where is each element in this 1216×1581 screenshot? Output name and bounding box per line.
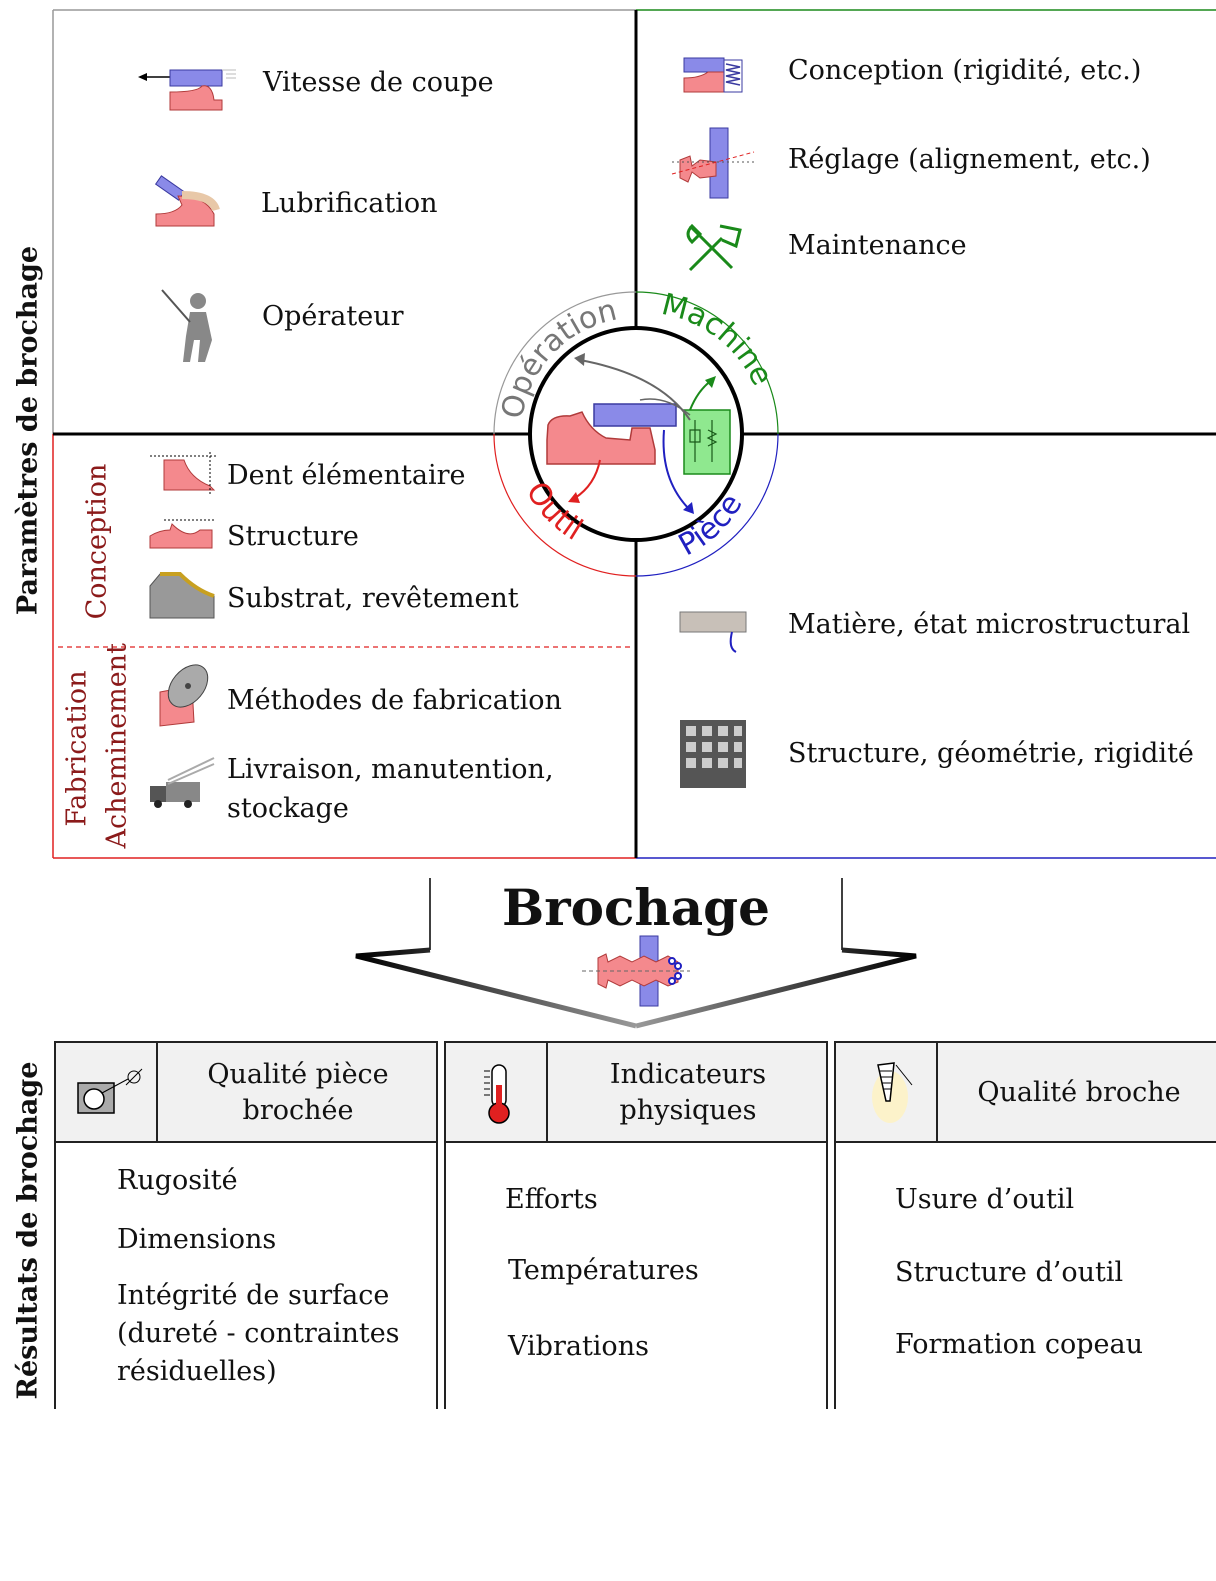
result-item: Usure d’outil bbox=[895, 1184, 1075, 1215]
broaching-icon bbox=[582, 935, 690, 1007]
outil-item-storage: stockage bbox=[227, 793, 349, 824]
lubrication-icon bbox=[154, 175, 220, 227]
machine-item-design: Conception (rigidité, etc.) bbox=[788, 55, 1142, 86]
result-header-line: brochée bbox=[242, 1095, 354, 1126]
result-box-header-physical: Indicateurs physiques bbox=[444, 1041, 828, 1143]
part-geometry-icon bbox=[680, 720, 746, 788]
funnel-arrow bbox=[355, 878, 917, 1029]
result-item: Températures bbox=[508, 1255, 699, 1286]
result-item: Rugosité bbox=[117, 1165, 238, 1196]
outil-item-structure: Structure bbox=[227, 521, 359, 552]
fabrication-subtitle: Fabrication bbox=[61, 670, 93, 827]
acheminement-subtitle: Acheminement bbox=[101, 643, 133, 849]
outil-item-substrate: Substrat, revêtement bbox=[227, 583, 519, 614]
grinding-disc-icon bbox=[159, 664, 209, 727]
result-item: Formation copeau bbox=[895, 1329, 1143, 1360]
operation-item-operator: Opérateur bbox=[262, 301, 404, 332]
wrench-screwdriver-icon bbox=[686, 223, 742, 272]
result-box-header-part-quality: Qualité pièce brochée bbox=[54, 1041, 438, 1143]
result-header-line: physiques bbox=[619, 1095, 757, 1126]
result-item: Intégrité de surface bbox=[117, 1280, 390, 1311]
machine-item-alignment: Réglage (alignement, etc.) bbox=[788, 144, 1151, 175]
outil-item-delivery: Livraison, manutention, bbox=[227, 754, 554, 785]
operator-icon bbox=[161, 289, 212, 362]
result-box-body-physical bbox=[444, 1142, 828, 1409]
result-box-body-broach bbox=[834, 1142, 1216, 1409]
result-header-line: Qualité broche bbox=[977, 1077, 1181, 1108]
microstructure-icon bbox=[679, 611, 747, 653]
broach-tooth-icon bbox=[872, 1062, 913, 1123]
alignment-icon bbox=[671, 127, 755, 199]
center-title: Brochage bbox=[502, 878, 770, 937]
operation-item-lubrication: Lubrification bbox=[261, 188, 438, 219]
result-header-line: Qualité pièce bbox=[207, 1059, 389, 1090]
outil-item-tooth: Dent élémentaire bbox=[227, 460, 466, 491]
conception-subtitle: Conception bbox=[81, 463, 113, 620]
outil-item-manufacturing: Méthodes de fabrication bbox=[227, 685, 562, 716]
result-item: Efforts bbox=[505, 1184, 598, 1215]
result-item: Structure d’outil bbox=[895, 1257, 1124, 1288]
piece-item-geometry: Structure, géométrie, rigidité bbox=[788, 738, 1194, 769]
diameter-icon bbox=[77, 1068, 143, 1114]
machine-item-maintenance: Maintenance bbox=[788, 230, 967, 261]
cutting-speed-icon bbox=[138, 69, 236, 111]
parameters-diagram: Opération Machine Outil Pièce bbox=[52, 9, 1216, 859]
result-item: (dureté - contraintes bbox=[117, 1318, 400, 1349]
substrate-coating-icon bbox=[149, 572, 215, 619]
parameters-side-title: Paramètres de brochage bbox=[12, 245, 44, 616]
tooth-icon bbox=[150, 452, 218, 494]
result-item: Vibrations bbox=[508, 1331, 649, 1362]
tool-structure-icon bbox=[149, 519, 214, 549]
operation-item-cutting-speed: Vitesse de coupe bbox=[263, 67, 494, 98]
thermometer-icon bbox=[484, 1064, 510, 1124]
machine-design-icon bbox=[683, 57, 743, 93]
result-header-line: Indicateurs bbox=[609, 1059, 767, 1090]
result-box-header-broach: Qualité broche bbox=[834, 1041, 1216, 1143]
piece-item-material: Matière, état microstructural bbox=[788, 609, 1191, 640]
result-item: Dimensions bbox=[117, 1224, 277, 1255]
truck-icon bbox=[150, 757, 215, 808]
result-item: résiduelles) bbox=[117, 1356, 277, 1387]
tool-profile-icon bbox=[546, 411, 656, 465]
result-box-body-part-quality bbox=[54, 1142, 438, 1409]
